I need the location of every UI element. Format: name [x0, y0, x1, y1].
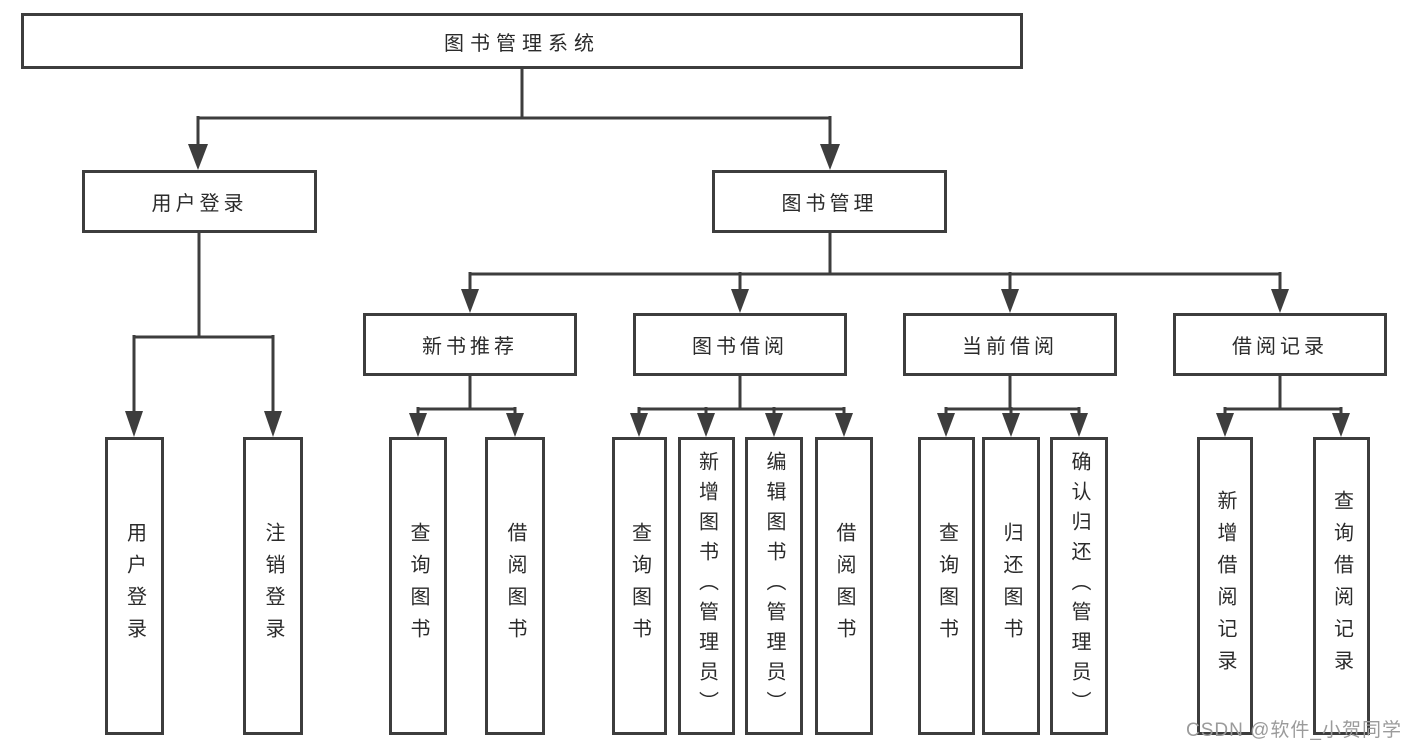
arrow-down-icon: [937, 413, 955, 437]
arrow-down-icon: [506, 413, 524, 437]
node-leaf-logout: 注销登录: [243, 437, 303, 735]
node-leaf-user-login: 用户登录: [105, 437, 164, 735]
node-book-management: 图书管理: [712, 170, 947, 233]
connector-book-management-branch: [468, 232, 1282, 291]
arrow-down-icon: [765, 413, 783, 437]
node-current-borrow: 当前借阅: [903, 313, 1117, 376]
connector-current-borrow-branch: [944, 376, 1081, 415]
node-leaf-confirm-return-admin: 确认归还（管理员）: [1050, 437, 1108, 735]
arrow-down-icon: [188, 144, 208, 170]
node-leaf-borrow-books-recommend: 借阅图书: [485, 437, 545, 735]
arrow-down-icon: [409, 413, 427, 437]
arrow-down-icon: [835, 413, 853, 437]
node-borrow-records: 借阅记录: [1173, 313, 1387, 376]
arrow-down-icon: [1070, 413, 1088, 437]
node-book-borrow: 图书借阅: [633, 313, 847, 376]
node-leaf-borrow-books: 借阅图书: [815, 437, 873, 735]
arrow-down-icon: [820, 144, 840, 170]
connector-root-branch: [196, 69, 832, 146]
node-leaf-query-borrow-record: 查询借阅记录: [1313, 437, 1370, 735]
node-root: 图书管理系统: [21, 13, 1023, 69]
node-leaf-return-books: 归还图书: [982, 437, 1040, 735]
arrow-down-icon: [630, 413, 648, 437]
csdn-watermark: CSDN @软件_小贺同学: [1186, 720, 1402, 741]
node-leaf-add-books-admin: 新增图书（管理员）: [678, 437, 735, 735]
connector-user-login-branch: [132, 233, 275, 413]
node-new-book-recommend: 新书推荐: [363, 313, 577, 376]
connector-new-book-branch: [416, 376, 517, 415]
node-leaf-query-books-current: 查询图书: [918, 437, 975, 735]
node-leaf-add-borrow-record: 新增借阅记录: [1197, 437, 1253, 735]
arrow-down-icon: [1002, 413, 1020, 437]
arrow-down-icon: [731, 289, 749, 313]
arrow-down-icon: [461, 289, 479, 313]
arrow-down-icon: [125, 411, 143, 437]
arrow-down-icon: [1001, 289, 1019, 313]
arrow-down-icon: [264, 411, 282, 437]
arrow-down-icon: [697, 413, 715, 437]
node-leaf-edit-books-admin: 编辑图书（管理员）: [745, 437, 803, 735]
node-user-login: 用户登录: [82, 170, 317, 233]
node-leaf-query-books-borrow: 查询图书: [612, 437, 667, 735]
arrow-down-icon: [1271, 289, 1289, 313]
arrow-down-icon: [1332, 413, 1350, 437]
connector-book-borrow-branch: [637, 376, 846, 415]
connector-borrow-records-branch: [1223, 376, 1343, 415]
arrow-down-icon: [1216, 413, 1234, 437]
arrowheads: [125, 144, 1350, 437]
node-leaf-query-books-recommend: 查询图书: [389, 437, 447, 735]
